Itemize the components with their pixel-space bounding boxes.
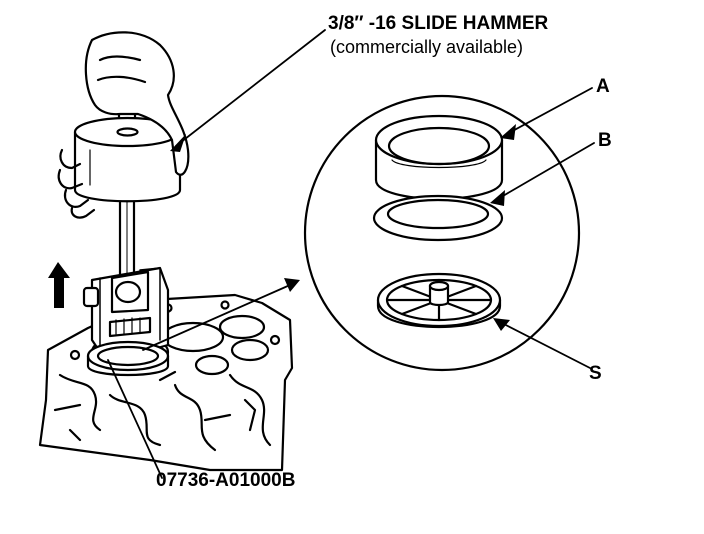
up-arrow-icon <box>48 262 70 308</box>
part-a-label: A <box>596 76 610 97</box>
tool-note-label: (commercially available) <box>330 37 524 57</box>
slide-hammer-weight <box>73 116 182 203</box>
hand <box>57 31 190 219</box>
tool-name-label: 3/8″ -16 SLIDE HAMMER <box>328 13 549 34</box>
part-b-washer <box>372 194 504 242</box>
part-s-disc <box>376 272 502 329</box>
puller-attachment <box>82 266 170 377</box>
part-number-label: 07736-A01000B <box>156 470 296 491</box>
part-b-label: B <box>598 130 612 151</box>
leader-lines <box>107 29 595 479</box>
part-a-ring <box>374 114 504 200</box>
arrowheads <box>170 124 516 331</box>
part-s-label: S <box>589 363 602 384</box>
